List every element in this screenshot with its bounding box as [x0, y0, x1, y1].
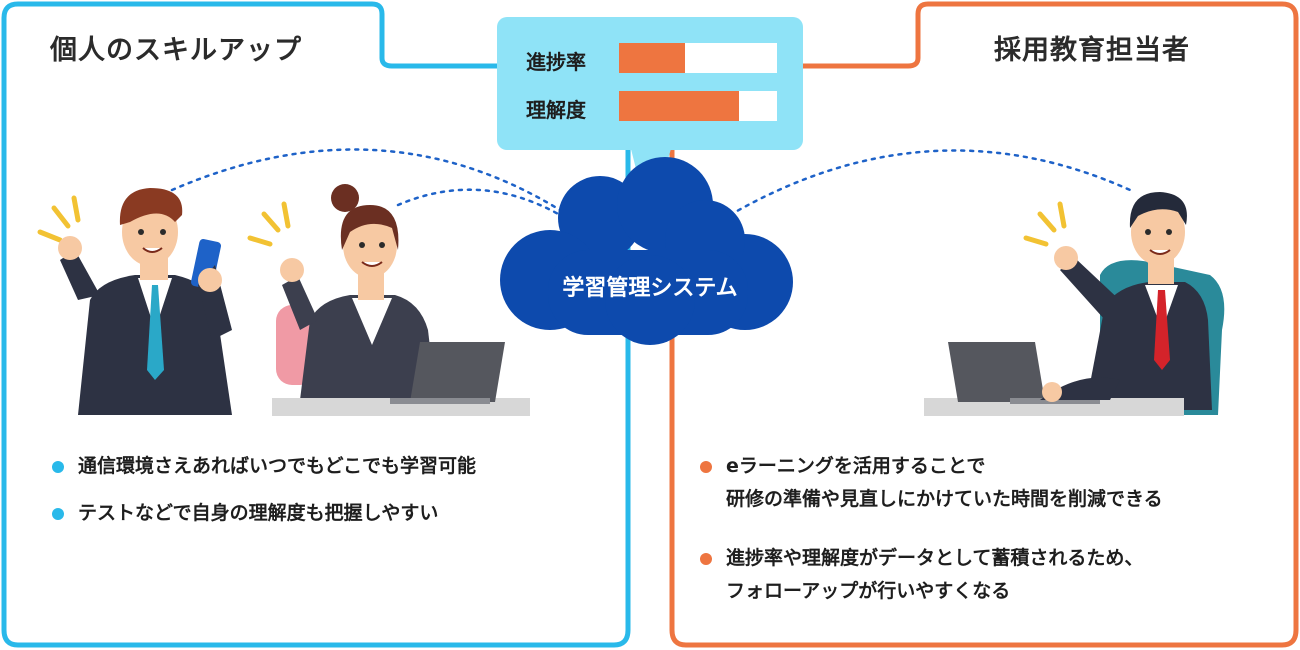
left-panel-title: 個人のスキルアップ [50, 35, 302, 66]
bullet-dot [700, 461, 712, 473]
metric-label-progress: 進捗率 [526, 50, 586, 74]
understanding-bar-fill [619, 91, 740, 121]
lms-cloud-label: 学習管理システム [562, 276, 738, 301]
list-item: 通信環境さえあればいつでもどこでも学習可能 [52, 450, 476, 483]
bullet-text: フォローアップが行いやすくなる [726, 580, 1011, 602]
progress-bar-fill [619, 43, 686, 73]
progress-bar [619, 43, 777, 73]
connector-right [728, 149, 1132, 217]
bullet-dot [700, 553, 712, 565]
list-item: eラーニングを活用することで 研修の準備や見直しにかけていた時間を削減できる [700, 450, 1163, 516]
metric-label-understanding: 理解度 [526, 98, 586, 122]
bullet-text: 研修の準備や見直しにかけていた時間を削減できる [726, 488, 1163, 510]
connector-left-woman [396, 188, 562, 217]
right-panel-title: 採用教育担当者 [994, 35, 1190, 66]
right-panel-frame [669, 1, 1299, 648]
man-with-phone-illustration [37, 188, 232, 415]
cloud-shape [500, 157, 793, 345]
bullet-text: eラーニングを活用することで [726, 455, 986, 477]
woman-at-laptop-illustration [247, 184, 530, 416]
connector-left-man [170, 148, 562, 212]
bullet-text: テストなどで自身の理解度も把握しやすい [78, 502, 439, 524]
bullet-text: 通信環境さえあればいつでもどこでも学習可能 [78, 455, 477, 477]
list-item: 進捗率や理解度がデータとして蓄積されるため、 フォローアップが行いやすくなる [700, 542, 1163, 608]
list-item: テストなどで自身の理解度も把握しやすい [52, 497, 476, 530]
trainer-at-laptop-illustration [924, 192, 1225, 416]
left-panel-frame [18, 1, 500, 69]
left-panel-frame-body [1, 1, 631, 648]
understanding-bar [619, 91, 777, 121]
bullet-dot [52, 461, 64, 473]
progress-dashboard [497, 17, 803, 150]
bullet-text: 進捗率や理解度がデータとして蓄積されるため、 [726, 547, 1144, 569]
bullet-dot [52, 508, 64, 520]
right-bullet-list: eラーニングを活用することで 研修の準備や見直しにかけていた時間を削減できる 進… [700, 450, 1163, 608]
left-bullet-list: 通信環境さえあればいつでもどこでも学習可能 テストなどで自身の理解度も把握しやす… [52, 450, 476, 530]
